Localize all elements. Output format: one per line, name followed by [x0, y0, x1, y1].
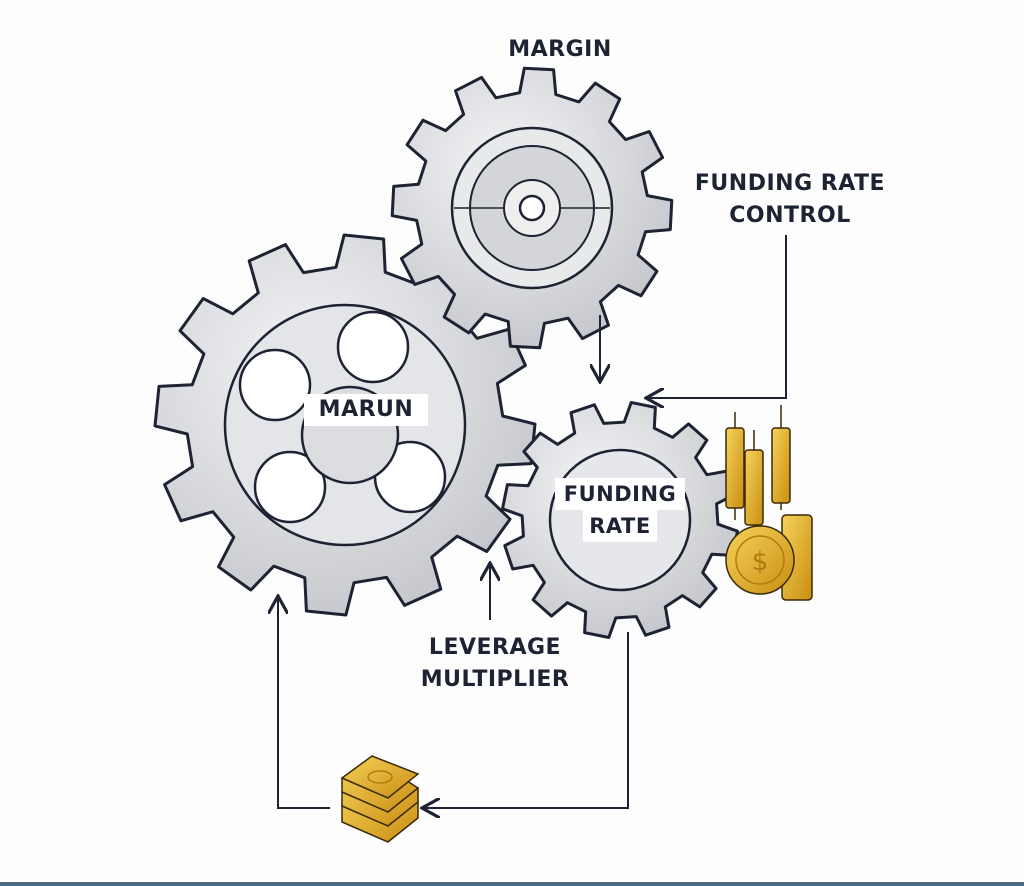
- candlestick-chart-icon: [725, 405, 791, 540]
- coin-icon: $: [725, 514, 813, 601]
- control-arrow: [648, 235, 787, 398]
- top-gear: [390, 66, 674, 350]
- big-gear-label: MARUN: [304, 394, 428, 426]
- gold-bars-stack-icon: [340, 755, 420, 843]
- loop-arrow-to-margin: [278, 598, 330, 809]
- funding-rate-gear-label: FUNDING RATE: [555, 478, 685, 542]
- connector-arrows: [278, 235, 787, 809]
- top-gear-label: MARGIN: [508, 37, 612, 62]
- leverage-multiplier-label: LEVERAGE MULTIPLIER: [395, 632, 595, 696]
- leverage-label-line1: LEVERAGE: [428, 635, 562, 660]
- control-label-line1: FUNDING RATE: [694, 171, 886, 196]
- funding-rate-control-label: FUNDING RATE CONTROL: [660, 168, 920, 232]
- svg-text:$: $: [752, 547, 769, 577]
- leverage-label-line2: MULTIPLIER: [420, 667, 570, 692]
- funding-label-line2: RATE: [583, 510, 657, 542]
- loop-arrow-to-gold: [424, 632, 629, 808]
- control-label-line2: CONTROL: [729, 203, 851, 228]
- funding-label-line1: FUNDING: [555, 478, 685, 510]
